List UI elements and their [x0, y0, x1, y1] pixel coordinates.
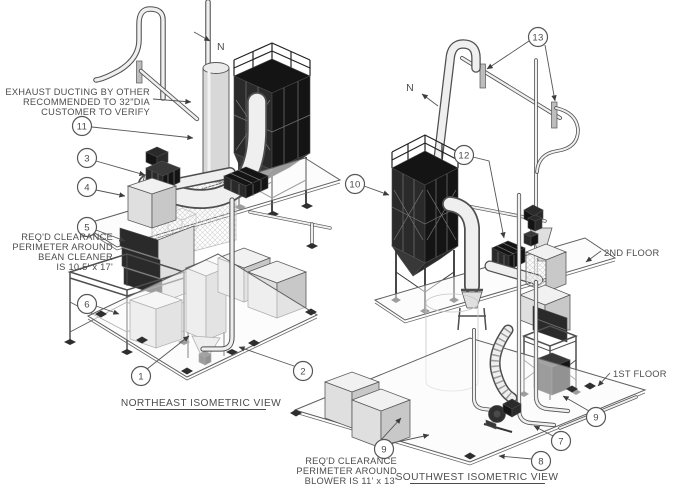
floor-pipe	[248, 210, 332, 249]
clearance-note-line-2: PERIMETER AROUND	[12, 242, 113, 252]
svg-text:6: 6	[84, 300, 90, 311]
exhaust-note-line-1: EXHAUST DUCTING BY OTHER	[5, 87, 150, 97]
callout-2: 2	[238, 346, 314, 382]
exhaust-duct-riser	[424, 39, 481, 240]
pipe-support-2	[551, 101, 558, 129]
floor-box-2	[350, 388, 412, 449]
svg-text:12: 12	[458, 151, 469, 162]
second-floor-label: 2ND FLOOR	[585, 248, 659, 263]
callout-10: 10	[344, 173, 390, 196]
exhaust-gooseneck-pipe	[93, 6, 166, 101]
first-floor-label: 1ST FLOOR	[597, 369, 667, 387]
sw-callouts: 13 10 12 9 7	[344, 26, 607, 472]
svg-text:11: 11	[77, 122, 87, 133]
exhaust-note-leader	[152, 98, 192, 105]
svg-text:9: 9	[381, 445, 387, 456]
callout-6: 6	[76, 293, 120, 315]
blower-note-line-1: REQ'D CLEARANCE	[305, 456, 397, 466]
southwest-view: N	[290, 26, 667, 486]
svg-text:1: 1	[138, 372, 144, 383]
callout-7: 7	[533, 425, 572, 452]
riser-pipe-to-floor	[200, 197, 238, 355]
northeast-view: N	[5, 0, 342, 410]
valve-fittings	[523, 214, 543, 247]
ground-floor-plate	[86, 253, 319, 381]
blower-note-line-3: BLOWER IS 11' x 13'	[305, 476, 397, 486]
blower-note-line-2: PERIMETER AROUND	[296, 466, 397, 476]
blower-assembly	[483, 398, 522, 433]
svg-text:5: 5	[84, 223, 90, 234]
downcomer-pipe	[472, 328, 494, 412]
svg-text:2: 2	[300, 367, 306, 378]
clearance-note-line-3: BEAN CLEANER	[38, 252, 113, 262]
blower-clearance-note: REQ'D CLEARANCE PERIMETER AROUND BLOWER …	[296, 456, 397, 486]
bean-cleaner-inlet-box	[126, 177, 178, 229]
svg-text:3: 3	[84, 154, 90, 165]
callout-9-right: 9	[562, 395, 607, 428]
north-label: N	[406, 82, 414, 94]
duct-support-bracket	[136, 60, 200, 122]
clearance-note-line-4: IS 10.5' x 17'	[56, 262, 113, 272]
rotary-airlock-upper	[223, 166, 269, 199]
north-arrow-icon	[421, 93, 439, 107]
callout-4: 4	[76, 176, 126, 198]
callout-5: 5	[76, 216, 126, 242]
callout-8: 8	[498, 450, 552, 472]
svg-text:8: 8	[538, 457, 544, 468]
callout-13: 13	[486, 26, 557, 102]
svg-text:NORTHEAST ISOMETRIC VIEW: NORTHEAST ISOMETRIC VIEW	[121, 398, 281, 409]
callout-1: 1	[130, 335, 190, 387]
north-arrow-sw: N	[406, 82, 439, 107]
callout-12: 12	[453, 144, 506, 239]
svg-text:SOUTHWEST ISOMETRIC VIEW: SOUTHWEST ISOMETRIC VIEW	[396, 472, 559, 483]
callout-3: 3	[76, 147, 146, 177]
svg-text:7: 7	[558, 437, 564, 448]
clearance-note-line-1: REQ'D CLEARANCE	[21, 232, 113, 242]
exhaust-note: EXHAUST DUCTING BY OTHER RECOMMENDED TO …	[5, 87, 150, 117]
svg-text:1ST FLOOR: 1ST FLOOR	[613, 369, 667, 379]
exhaust-note-line-2: RECOMMENDED TO 32"DIA	[23, 97, 151, 107]
callout-11: 11	[71, 115, 194, 141]
transfer-duct	[170, 167, 236, 190]
svg-text:4: 4	[84, 183, 90, 194]
callout-9-left: 9	[373, 417, 430, 460]
svg-text:13: 13	[532, 33, 543, 44]
exhaust-note-line-3: CUSTOMER TO VERIFY	[41, 107, 150, 117]
north-arrow: N	[193, 31, 225, 53]
north-label: N	[217, 41, 225, 53]
northeast-view-title: NORTHEAST ISOMETRIC VIEW	[121, 398, 281, 410]
pipe-support-1	[479, 63, 486, 89]
svg-text:2ND FLOOR: 2ND FLOOR	[604, 248, 659, 258]
southwest-view-title: SOUTHWEST ISOMETRIC VIEW	[396, 472, 559, 484]
screen-box	[524, 243, 568, 293]
svg-text:10: 10	[349, 180, 360, 191]
flex-hose	[489, 324, 518, 404]
svg-text:9: 9	[593, 413, 599, 424]
bean-cleaner-clearance-note: REQ'D CLEARANCE PERIMETER AROUND BEAN CL…	[12, 232, 113, 272]
north-arrow-icon	[193, 31, 211, 42]
ne-callouts: 11 3 4 5 6	[71, 98, 314, 387]
stack-cylinder	[202, 62, 230, 183]
